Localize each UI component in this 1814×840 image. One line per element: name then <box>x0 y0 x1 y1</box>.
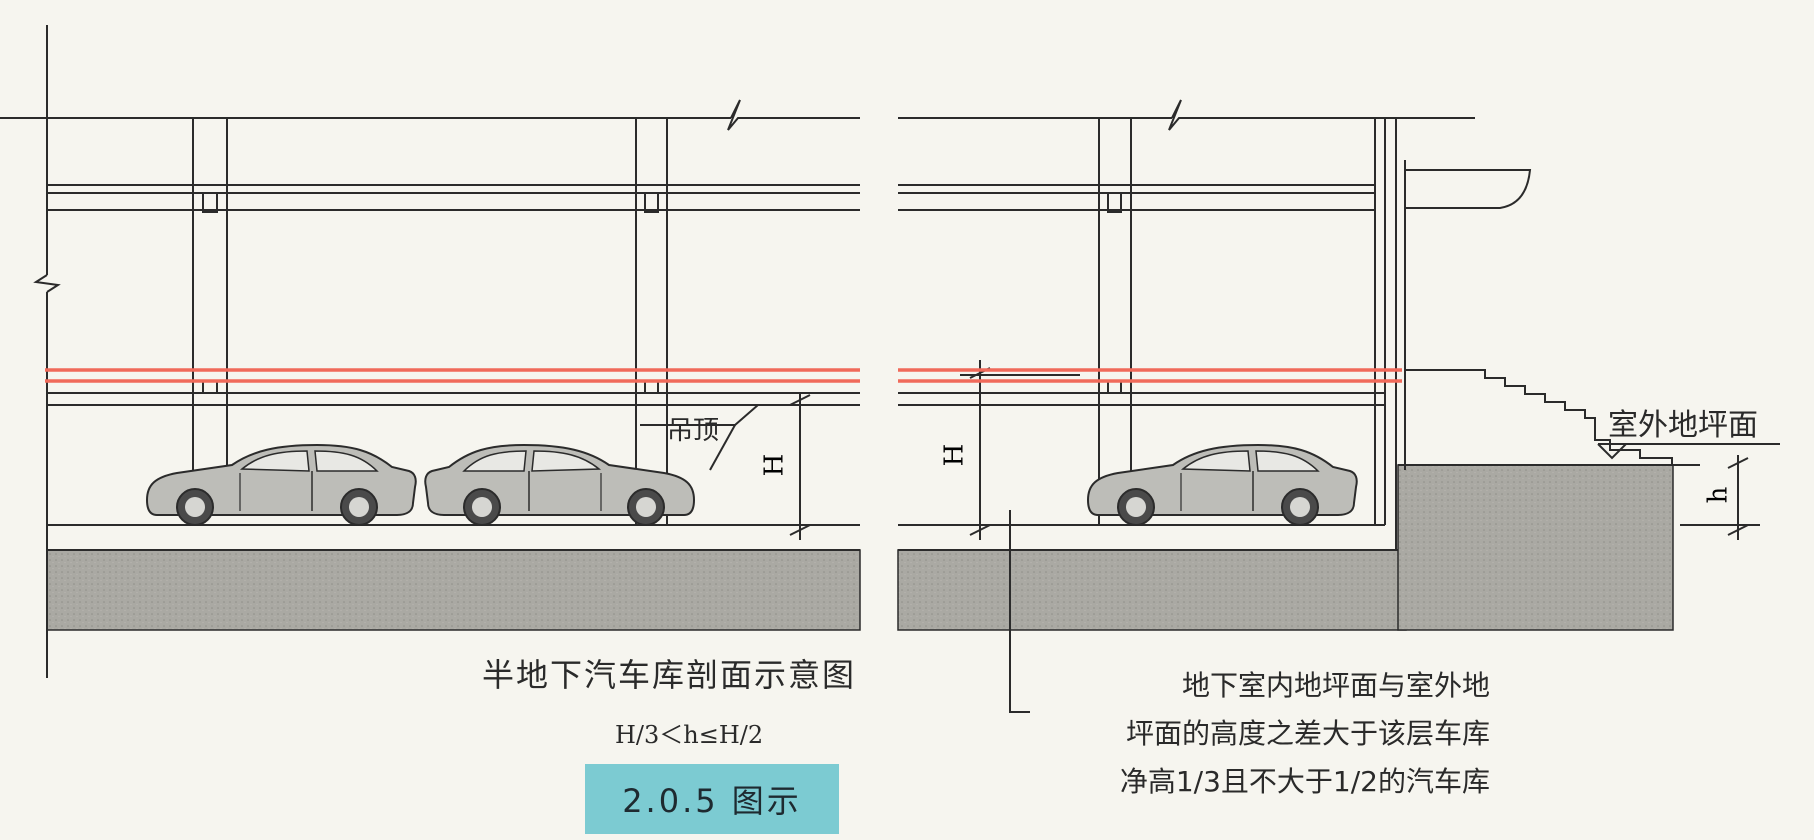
ground-outdoor <box>1397 464 1674 631</box>
ground-right <box>897 549 1407 631</box>
note-line-2: 坪面的高度之差大于该层车库 <box>1125 717 1490 750</box>
outdoor-ground-label: 室外地坪面 <box>1608 408 1758 443</box>
dim-h: h <box>1703 486 1734 504</box>
dim-H-left: H <box>759 453 790 477</box>
definition-note: 地下室内地坪面与室外地 坪面的高度之差大于该层车库 净高1/3且不大于1/2的汽… <box>1010 662 1490 806</box>
figure-tag: 2.0.5 图示 <box>585 764 839 834</box>
diagram-title: 半地下汽车库剖面示意图 <box>482 656 857 694</box>
car-right <box>1087 444 1358 526</box>
ceiling-label: 吊顶 <box>667 416 720 446</box>
dim-H-right: H <box>939 443 970 467</box>
car-left-2 <box>424 444 695 526</box>
car-left-1 <box>146 444 417 526</box>
ground-left <box>46 549 861 631</box>
note-line-3: 净高1/3且不大于1/2的汽车库 <box>1119 765 1490 798</box>
note-line-1: 地下室内地坪面与室外地 <box>1181 669 1490 702</box>
formula: H/3＜h≤H/2 <box>615 721 764 749</box>
